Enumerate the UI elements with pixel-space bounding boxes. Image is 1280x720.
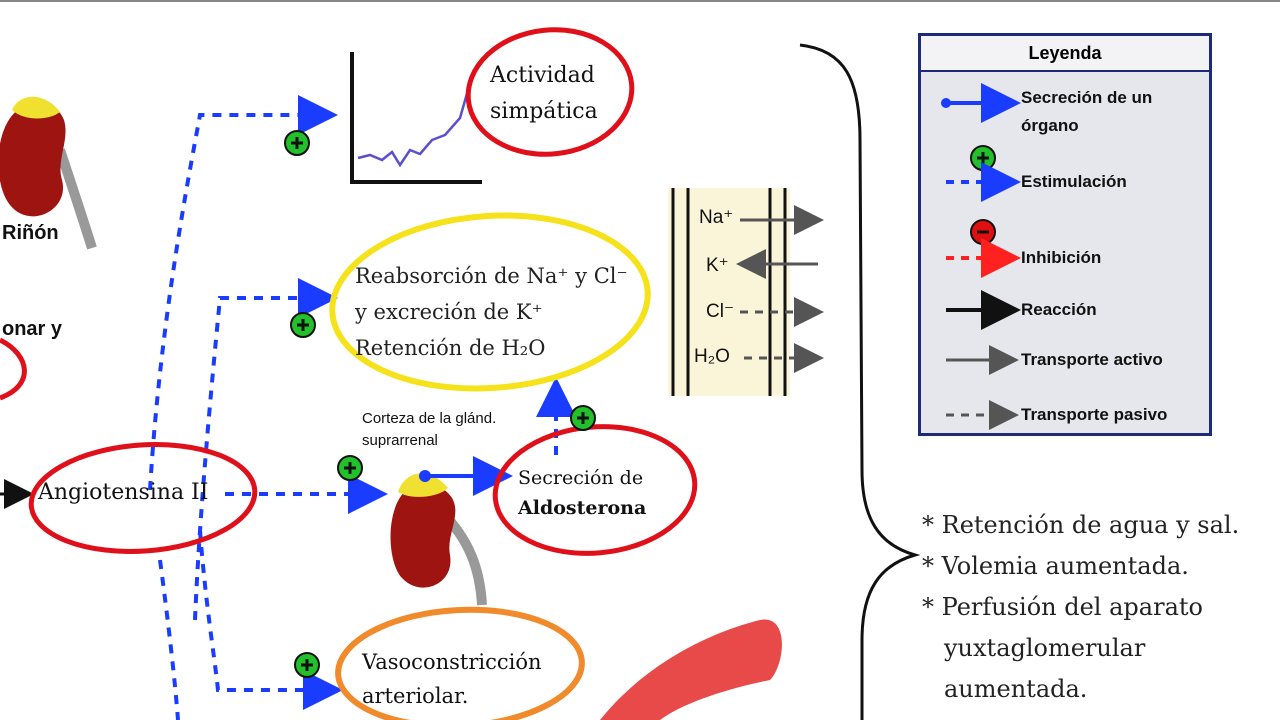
effect-item: * Perfusión del aparato	[922, 593, 1203, 621]
vasoconstriction-node: Vasoconstricción arteriolar.	[362, 650, 542, 708]
orange-highlight	[335, 606, 585, 720]
water-molecule: H₂O	[694, 346, 730, 367]
plus-badges	[284, 130, 596, 678]
ion-chloride: Cl⁻	[706, 301, 734, 322]
kidney-label: Riñón	[2, 222, 59, 244]
legend-item-active-transport: Transporte activo	[1021, 350, 1163, 369]
cell-membrane	[668, 188, 824, 396]
effect-item: aumentada.	[944, 675, 1088, 703]
effect-item: yuxtaglomerular	[944, 634, 1146, 662]
legend-title: Leyenda	[921, 36, 1209, 72]
effect-item: * Retención de agua y sal.	[922, 511, 1240, 539]
left-partial-label: onar y	[2, 318, 63, 340]
stimulation-paths	[148, 95, 576, 720]
legend-item-secretion: Secreción de un órgano	[1021, 88, 1153, 135]
legend-item-stimulation: Estimulación	[1021, 172, 1127, 191]
adrenal-kidney-icon	[390, 473, 487, 606]
ion-potassium: K⁺	[706, 255, 729, 276]
yellow-highlight	[329, 212, 651, 392]
legend-item-inhibition: Inhibición	[1021, 248, 1102, 267]
legend-panel: Leyenda Secreción de un órgano Estimulac…	[918, 33, 1212, 436]
legend-symbols	[941, 83, 1021, 430]
legend-item-reaction: Reacción	[1021, 300, 1097, 319]
sympathetic-activity-label: Actividad simpática	[490, 63, 598, 124]
effects-list: * Retención de agua y sal. * Volemia aum…	[922, 505, 1272, 710]
legend-item-passive-transport: Transporte pasivo	[1021, 405, 1168, 424]
kidney-icon	[0, 96, 97, 250]
adrenal-cortex-label: Corteza de la glánd. suprarrenal	[362, 410, 497, 449]
aldosterone-node: Secreción de Aldosterona	[518, 467, 647, 519]
effect-item: * Volemia aumentada.	[922, 552, 1189, 580]
angiotensin-node: Angiotensina II	[38, 480, 209, 505]
blood-vessel-icon	[600, 619, 782, 720]
reabsorption-label: Reabsorción de Na⁺ y Cl⁻ y excreción de …	[355, 264, 628, 360]
sympathetic-graph	[350, 52, 482, 184]
curly-brace	[799, 43, 921, 720]
ion-sodium: Na⁺	[699, 207, 734, 228]
